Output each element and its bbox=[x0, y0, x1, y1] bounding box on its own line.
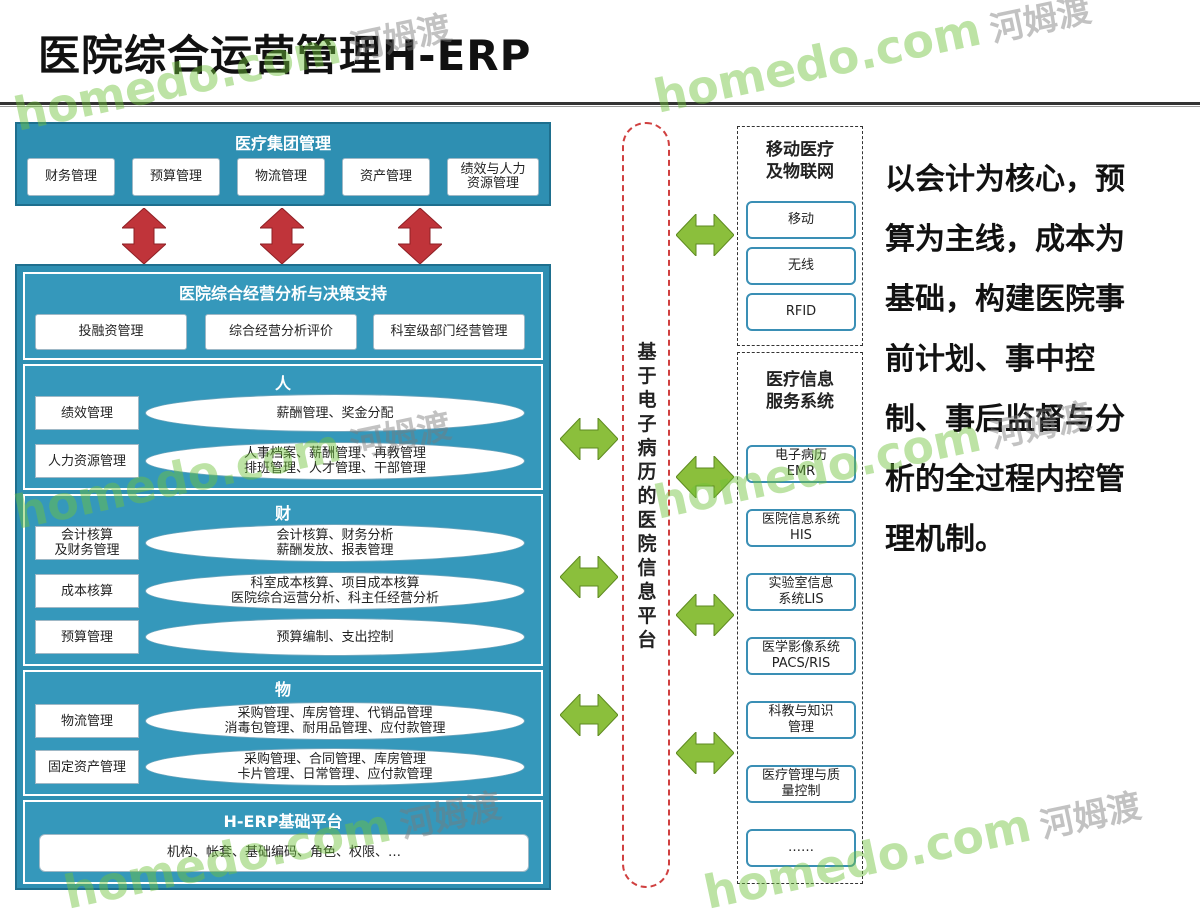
base-platform-content: 机构、帐套、基础编码、角色、权限、… bbox=[39, 834, 529, 872]
base-platform-title: H-ERP基础平台 bbox=[223, 812, 343, 831]
group-item-budget: 预算管理 bbox=[132, 158, 220, 196]
double-arrow-icon bbox=[560, 418, 618, 460]
content-line: 预算编制、支出控制 bbox=[276, 629, 394, 645]
group-item-assets: 资产管理 bbox=[342, 158, 430, 196]
mobile-item-rfid: RFID bbox=[746, 293, 856, 331]
watermark-cn: 河姆渡 bbox=[1036, 786, 1145, 847]
medical-info-title: 医疗信息 服务系统 bbox=[766, 370, 834, 412]
double-arrow-icon bbox=[676, 594, 734, 636]
group-management-panel: 医疗集团管理 财务管理 预算管理 物流管理 资产管理 绩效与人力 资源管理 bbox=[15, 122, 551, 206]
double-arrow-icon bbox=[560, 694, 618, 736]
hospital-erp-panel: 医院综合经营分析与决策支持 投融资管理 综合经营分析评价 科室级部门经营管理 人… bbox=[15, 264, 551, 890]
row-label-performance: 绩效管理 bbox=[35, 396, 139, 430]
title-divider-thin bbox=[0, 106, 1200, 107]
row-content-performance: 薪酬管理、奖金分配 bbox=[145, 394, 525, 432]
his-item-research: 科教与知识 管理 bbox=[746, 701, 856, 739]
content-line: 采购管理、合同管理、库房管理 bbox=[243, 752, 426, 767]
description-text: 以会计为核心，预算为主线，成本为基础，构建医院事前计划、事中控制、事后监督与分析… bbox=[885, 162, 1125, 557]
content-line: 薪酬发放、报表管理 bbox=[276, 543, 394, 558]
base-platform-section: H-ERP基础平台 机构、帐套、基础编码、角色、权限、… bbox=[23, 800, 543, 884]
row-content-fixed-assets: 采购管理、合同管理、库房管理 卡片管理、日常管理、应付款管理 bbox=[145, 748, 525, 786]
hospital-information-platform bbox=[622, 122, 670, 888]
double-arrow-icon bbox=[560, 556, 618, 598]
analysis-section: 医院综合经营分析与决策支持 投融资管理 综合经营分析评价 科室级部门经营管理 bbox=[23, 272, 543, 360]
content-line: 薪酬管理、奖金分配 bbox=[276, 405, 394, 421]
platform-label: 基于电子病历的医院信息平台 bbox=[637, 341, 657, 651]
row-content-budget: 预算编制、支出控制 bbox=[145, 618, 525, 656]
title-divider bbox=[0, 102, 1200, 105]
mobile-iot-title: 移动医疗 及物联网 bbox=[766, 140, 834, 182]
finance-section: 财 会计核算 及财务管理 会计核算、财务分析 薪酬发放、报表管理 成本核算 科室… bbox=[23, 494, 543, 666]
content-line: 科室成本核算、项目成本核算 bbox=[250, 576, 420, 591]
row-label-accounting: 会计核算 及财务管理 bbox=[35, 526, 139, 560]
people-section: 人 绩效管理 薪酬管理、奖金分配 人力资源管理 人事档案、薪酬管理、再教管理 排… bbox=[23, 364, 543, 490]
his-item-quality: 医疗管理与质 量控制 bbox=[746, 765, 856, 803]
group-item-finance: 财务管理 bbox=[27, 158, 115, 196]
his-item-pacs: 医学影像系统 PACS/RIS bbox=[746, 637, 856, 675]
double-arrow-icon bbox=[260, 208, 304, 264]
mobile-item-mobile: 移动 bbox=[746, 201, 856, 239]
goods-title: 物 bbox=[274, 680, 291, 699]
row-label-costing: 成本核算 bbox=[35, 574, 139, 608]
content-line: 消毒包管理、耐用品管理、应付款管理 bbox=[224, 721, 446, 736]
row-content-costing: 科室成本核算、项目成本核算 医院综合运营分析、科主任经营分析 bbox=[145, 572, 525, 610]
watermark-cn: 河姆渡 bbox=[986, 0, 1095, 51]
page-title: 医院综合运营管理H-ERP bbox=[38, 31, 532, 80]
his-item-lis: 实验室信息 系统LIS bbox=[746, 573, 856, 611]
double-arrow-icon bbox=[398, 208, 442, 264]
double-arrow-icon bbox=[676, 456, 734, 498]
content-line: 医院综合运营分析、科主任经营分析 bbox=[230, 591, 439, 606]
row-label-hr: 人力资源管理 bbox=[35, 444, 139, 478]
double-arrow-icon bbox=[122, 208, 166, 264]
people-title: 人 bbox=[274, 374, 291, 393]
group-item-logistics: 物流管理 bbox=[237, 158, 325, 196]
double-arrow-icon bbox=[676, 732, 734, 774]
content-line: 会计核算、财务分析 bbox=[276, 528, 394, 543]
content-line: 卡片管理、日常管理、应付款管理 bbox=[237, 767, 433, 782]
row-content-accounting: 会计核算、财务分析 薪酬发放、报表管理 bbox=[145, 524, 525, 562]
row-content-logistics: 采购管理、库房管理、代销品管理 消毒包管理、耐用品管理、应付款管理 bbox=[145, 702, 525, 740]
row-label-budget: 预算管理 bbox=[35, 620, 139, 654]
his-item-his: 医院信息系统 HIS bbox=[746, 509, 856, 547]
content-line: 排班管理、人才管理、干部管理 bbox=[243, 461, 426, 476]
mobile-iot-column: 移动医疗 及物联网 移动 无线 RFID bbox=[737, 126, 863, 346]
analysis-item-department: 科室级部门经营管理 bbox=[373, 314, 525, 350]
group-item-performance-hr: 绩效与人力 资源管理 bbox=[447, 158, 539, 196]
content-line: 采购管理、库房管理、代销品管理 bbox=[237, 706, 433, 721]
analysis-item-investment: 投融资管理 bbox=[35, 314, 187, 350]
row-label-fixed-assets: 固定资产管理 bbox=[35, 750, 139, 784]
analysis-title: 医院综合经营分析与决策支持 bbox=[178, 284, 387, 303]
content-line: 人事档案、薪酬管理、再教管理 bbox=[243, 446, 426, 461]
double-arrow-icon bbox=[676, 214, 734, 256]
mobile-item-wireless: 无线 bbox=[746, 247, 856, 285]
medical-info-column: 医疗信息 服务系统 电子病历 EMR 医院信息系统 HIS 实验室信息 系统LI… bbox=[737, 352, 863, 884]
his-item-more: …… bbox=[746, 829, 856, 867]
finance-title: 财 bbox=[274, 504, 291, 523]
analysis-item-evaluation: 综合经营分析评价 bbox=[205, 314, 357, 350]
group-management-title: 医疗集团管理 bbox=[234, 134, 331, 153]
row-label-logistics: 物流管理 bbox=[35, 704, 139, 738]
goods-section: 物 物流管理 采购管理、库房管理、代销品管理 消毒包管理、耐用品管理、应付款管理… bbox=[23, 670, 543, 796]
his-item-emr: 电子病历 EMR bbox=[746, 445, 856, 483]
row-content-hr: 人事档案、薪酬管理、再教管理 排班管理、人才管理、干部管理 bbox=[145, 442, 525, 480]
